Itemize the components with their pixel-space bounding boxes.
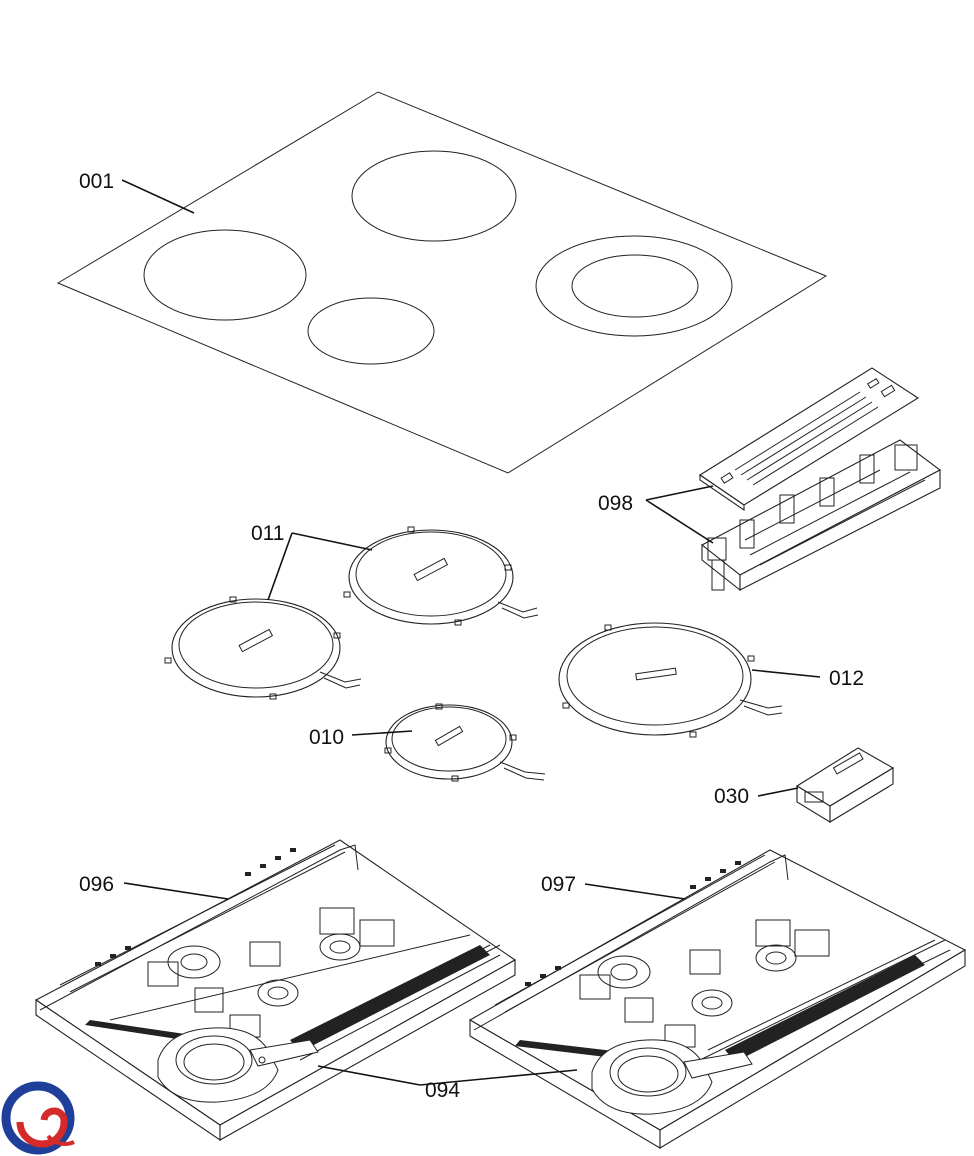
module-030: [795, 747, 895, 823]
control-frame-098: [700, 439, 942, 592]
hob-element-010: [384, 703, 546, 782]
callout-011: 011: [251, 522, 284, 545]
callout-098: 098: [598, 492, 633, 515]
base-frame-096: [34, 839, 517, 1142]
callout-001: 001: [79, 170, 114, 193]
hob-element-011-top: [343, 526, 539, 626]
callout-096: 096: [79, 873, 114, 896]
callout-012: 012: [829, 667, 864, 690]
fan-housing-094-left: [157, 1027, 319, 1103]
callout-010: 010: [309, 726, 344, 749]
glass-top-001: [56, 91, 828, 474]
hob-element-011-left: [164, 596, 362, 700]
callout-labels: 001 098 011 012 010 030 096 097 094: [79, 170, 864, 1102]
fan-housing-094-right: [591, 1039, 753, 1115]
callout-097: 097: [541, 873, 576, 896]
callout-030: 030: [714, 785, 749, 808]
base-frame-097: [468, 849, 967, 1149]
callout-094: 094: [425, 1079, 460, 1102]
hob-element-012: [558, 622, 783, 738]
leader-lines: [121, 179, 821, 1086]
control-board-098: [698, 367, 920, 512]
brand-logo: [1, 1081, 75, 1155]
